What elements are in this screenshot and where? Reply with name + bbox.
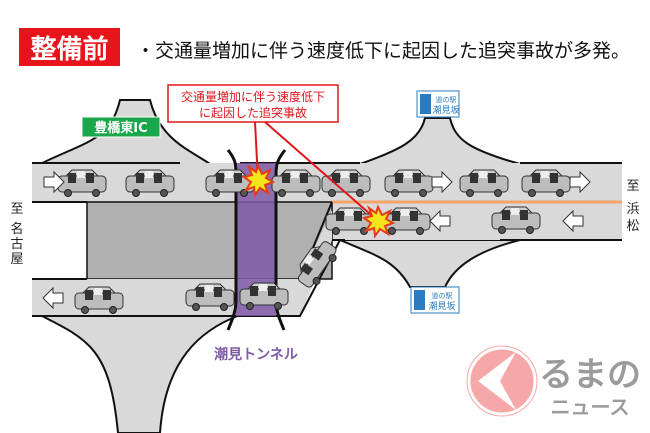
accident-callout (167, 84, 339, 123)
tunnel-label: 潮見トンネル (214, 346, 298, 363)
rest-area-ramp-bottom (339, 239, 521, 288)
watermark-line-2: ニュース (551, 395, 630, 419)
ic-sign-label: 豊橋東IC (94, 120, 147, 136)
ic-sign (81, 116, 161, 138)
destination-char: 松 (626, 219, 639, 234)
tunnel-portal-right (274, 149, 287, 331)
destination-char: 古 (10, 237, 23, 252)
destination-char: 至 (626, 179, 639, 194)
tunnel-portal-left (226, 149, 238, 331)
rest-area-ramp-top (359, 117, 521, 165)
rest-area-sign-top: 道の駅 潮見坂 (416, 90, 460, 118)
callout-pointer (264, 121, 379, 222)
headline: ・交通量増加に伴う速度低下に起因した追突事故が多発。 (136, 40, 631, 62)
logo-chevron-icon (478, 352, 516, 410)
destination-char: 至 (10, 202, 23, 217)
ic-ramp-bottom (39, 314, 241, 433)
right-destination: 至 浜 松 (626, 179, 639, 234)
median-area (86, 201, 333, 280)
rest-area-sign-line-1: 道の駅 (432, 291, 453, 300)
road-edge (32, 201, 622, 317)
callout-line-1: 交通量増加に伴う速度低下 (181, 89, 325, 104)
rest-area-icon (420, 94, 431, 114)
before-improvement-badge: 整備前 (19, 28, 120, 66)
kuruma-news-logo: るまの ニュース (463, 342, 641, 420)
rest-area-sign-line-1: 道の駅 (436, 95, 457, 104)
rest-area-icon (414, 290, 425, 310)
destination-char: 屋 (10, 252, 23, 267)
rest-area-sign-line-2: 潮見坂 (428, 300, 455, 312)
destination-char: 浜 (626, 202, 639, 217)
callout-line-2: に起因した追突事故 (199, 105, 307, 120)
left-destination: 至 名 古 屋 (10, 202, 23, 267)
rest-area-sign-line-2: 潮見坂 (432, 104, 459, 116)
watermark-line-1: るまの (539, 355, 641, 395)
destination-char: 名 (10, 221, 23, 237)
rest-area-sign-bottom: 道の駅 潮見坂 (410, 286, 460, 314)
